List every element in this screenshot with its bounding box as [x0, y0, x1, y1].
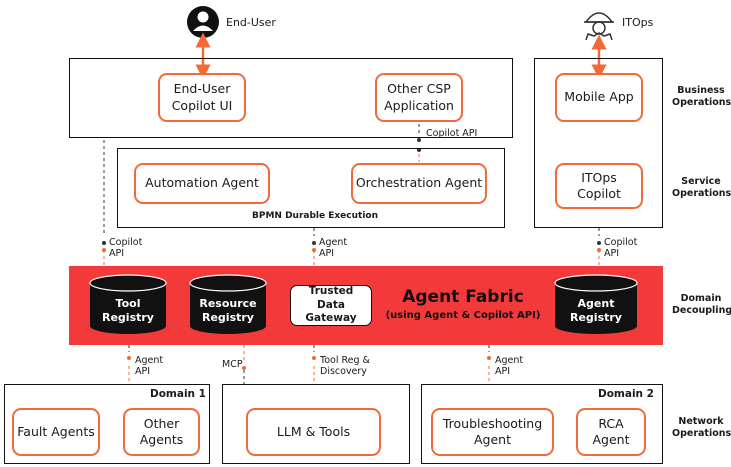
- resource-registry-label: Resource Registry: [199, 297, 257, 325]
- itops-copilot-box[interactable]: ITOps Copilot: [555, 163, 643, 209]
- llm-tools-frame: [222, 384, 410, 464]
- service-frame: [117, 148, 505, 228]
- tool-registry-cylinder: [89, 274, 167, 334]
- copilot-api-label-right: Copilot API: [604, 237, 638, 260]
- end-user-copilot-ui-box[interactable]: End-User Copilot UI: [158, 73, 246, 122]
- copilot-api-label-top: Copilot API: [426, 128, 478, 139]
- automation-agent-box[interactable]: Automation Agent: [134, 163, 270, 204]
- business-frame: [69, 58, 513, 138]
- fault-agents-box[interactable]: Fault Agents: [12, 408, 100, 456]
- trusted-data-gateway-box[interactable]: Trusted Data Gateway: [290, 285, 372, 326]
- end-user-label: End-User: [226, 16, 276, 29]
- end-user-icon: [187, 6, 219, 38]
- troubleshooting-agent-box[interactable]: Troubleshooting Agent: [431, 408, 554, 456]
- domain2-title: Domain 2: [598, 388, 654, 400]
- layer-domain: Domain Decoupling: [672, 293, 731, 316]
- layer-network: Network Operations: [672, 416, 731, 439]
- agent-fabric-title: Agent Fabric: [402, 287, 524, 307]
- agent-api-label-d1: Agent API: [135, 355, 164, 378]
- domain1-title: Domain 1: [150, 388, 206, 400]
- agent-registry-cylinder: [554, 274, 638, 334]
- tool-registry-label: Tool Registry: [102, 297, 154, 325]
- copilot-api-label-left: Copilot API: [109, 237, 143, 260]
- rca-agent-box[interactable]: RCA Agent: [576, 408, 646, 456]
- resource-registry-cylinder: [189, 274, 267, 334]
- other-csp-application-box[interactable]: Other CSP Application: [375, 73, 463, 122]
- itops-frame: [534, 58, 663, 228]
- bpmn-label: BPMN Durable Execution: [252, 211, 379, 221]
- layer-business: Business Operations: [672, 85, 731, 108]
- other-agents-box[interactable]: Other Agents: [123, 408, 200, 456]
- tool-reg-label: Tool Reg & Discovery: [320, 355, 370, 378]
- llm-tools-box[interactable]: LLM & Tools: [246, 408, 381, 456]
- domain2-frame: [421, 384, 663, 464]
- agent-fabric-subtitle: (using Agent & Copilot API): [385, 310, 541, 321]
- itops-icon: [584, 12, 614, 41]
- agent-registry-label: Agent Registry: [570, 297, 622, 325]
- agent-api-label-mid: Agent API: [319, 237, 348, 260]
- orchestration-agent-box[interactable]: Orchestration Agent: [351, 163, 487, 204]
- domain1-frame: [4, 384, 210, 464]
- mcp-label: MCP: [222, 359, 243, 370]
- layer-service: Service Operations: [672, 176, 731, 199]
- mobile-app-box[interactable]: Mobile App: [555, 73, 643, 122]
- itops-label: ITOps: [622, 16, 654, 29]
- agent-api-label-d2: Agent API: [495, 355, 524, 378]
